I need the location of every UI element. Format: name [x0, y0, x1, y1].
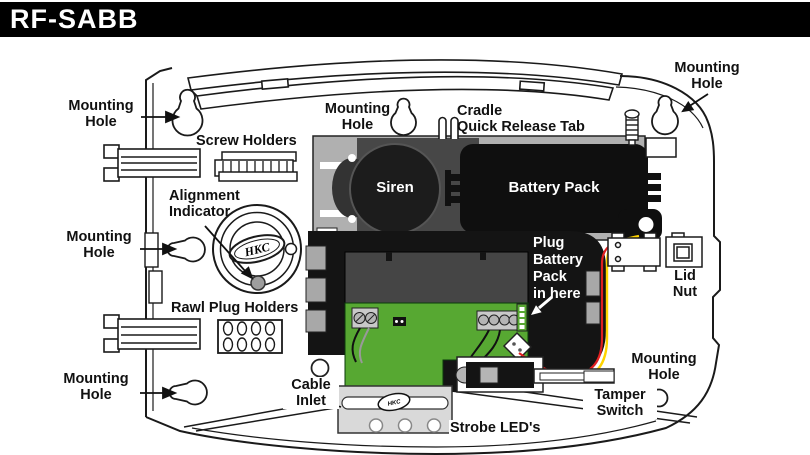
lid-screw-icon [624, 109, 640, 146]
label-screw-holders: Screw Holders [196, 133, 297, 149]
battery-plug-socket [516, 303, 528, 332]
label-siren: Siren [376, 179, 414, 196]
label-cable-inlet: Cable Inlet [283, 377, 339, 409]
jumper-link [393, 317, 406, 326]
title-bar: RF-SABB [0, 2, 810, 37]
wall-hinge-top [103, 144, 201, 182]
terminal-block-2way [351, 307, 379, 329]
mounting-keyhole-top-left [171, 88, 204, 137]
wall-hinge-bottom [103, 314, 201, 353]
strobe-logo-text: HKC [387, 399, 402, 408]
label-plug-battery-pack: Plug Battery Pack in here [533, 235, 583, 302]
label-strobe-leds: Strobe LED's [449, 420, 542, 436]
side-wall-tabs [144, 232, 163, 304]
pcb-board [344, 302, 533, 387]
label-rawl-plug-holders: Rawl Plug Holders [171, 300, 299, 316]
strobe-panel: HKC [337, 385, 453, 434]
label-mounting-hole-mid-left: Mounting Hole [66, 229, 132, 261]
arrow-plug-battery [531, 295, 553, 315]
mounting-keyhole-top-right [651, 95, 679, 136]
arrow-alignment-indicator [204, 225, 254, 280]
callout-arrows [140, 93, 709, 408]
page-title: RF-SABB [10, 4, 139, 34]
siren-connector-bars [445, 170, 466, 206]
arrow-mounting-bottom-left [140, 386, 178, 400]
lid-nut-holder [665, 232, 703, 268]
hkc-logo-text: HKC [242, 239, 272, 259]
battery-plug-connector [502, 331, 533, 362]
wire-gray [358, 327, 370, 364]
label-lid-nut: Lid Nut [672, 268, 698, 300]
alignment-indicator-dial: HKC [212, 204, 302, 294]
strobe-led [397, 418, 413, 433]
tamper-switch-assembly [455, 356, 615, 393]
arrow-mounting-top-right [681, 93, 709, 113]
lid-bracket [607, 232, 661, 272]
label-mounting-hole-top-left: Mounting Hole [68, 98, 134, 130]
tamper-body [466, 362, 534, 388]
mounting-keyholes [166, 88, 679, 406]
mounting-keyhole-top-center [390, 97, 417, 136]
terminal-block-4way [476, 310, 520, 331]
arrow-mounting-top-left [141, 110, 181, 124]
label-alignment-indicator: Alignment Indicator [169, 188, 240, 220]
alignment-indicator-dot [250, 275, 266, 291]
arrow-mounting-mid-left [140, 242, 178, 256]
label-mounting-hole-bottom-left: Mounting Hole [63, 371, 129, 403]
quick-release-tab-icon [438, 116, 459, 139]
backplate-outline [145, 67, 721, 455]
label-cradle-quick-release-tab: Cradle Quick Release Tab [457, 103, 585, 135]
cable-inlet-hole [310, 358, 330, 378]
strobe-led [368, 418, 384, 433]
wire-black-1 [351, 327, 361, 363]
spare-slot [645, 137, 677, 158]
label-mounting-hole-bottom-right: Mounting Hole [631, 351, 697, 383]
rawl-plug-holders-block [217, 319, 283, 354]
dial-side-hole [284, 242, 298, 256]
cradle-cover-slats [187, 59, 624, 110]
label-tamper-switch: Tamper Switch [583, 387, 657, 419]
screw-holders-strip [214, 151, 298, 182]
potted-module [344, 251, 529, 304]
label-mounting-hole-top-right: Mounting Hole [674, 60, 740, 92]
label-mounting-hole-top-center: Mounting Hole [324, 101, 391, 133]
label-battery-pack: Battery Pack [508, 179, 600, 196]
strobe-led [426, 418, 442, 433]
